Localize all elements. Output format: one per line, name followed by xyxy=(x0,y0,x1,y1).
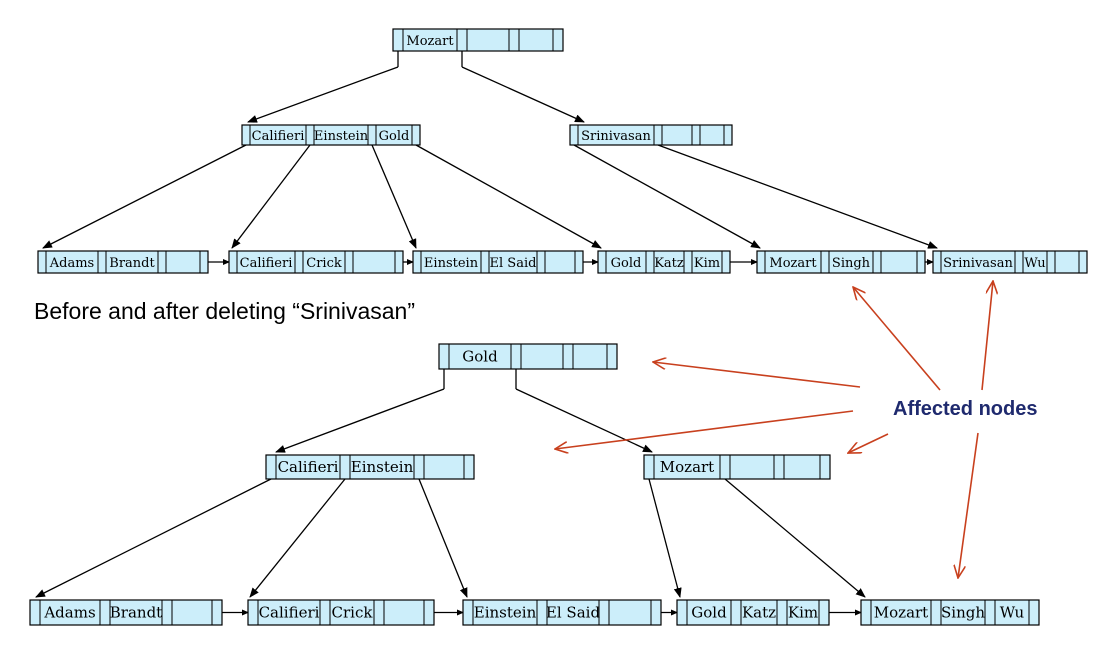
after-leaf-1: Adams Brandt xyxy=(29,599,223,626)
before-leaf-6: Srinivasan Wu xyxy=(932,250,1088,274)
pointer-arrow xyxy=(275,388,445,453)
before-leaf-2: Califieri Crick xyxy=(228,250,404,274)
node-key: Einstein xyxy=(314,129,369,144)
node-key: Crick xyxy=(332,604,374,622)
node-key: Gold xyxy=(691,604,727,622)
node-key: Wu xyxy=(1024,256,1045,271)
edges-layer xyxy=(35,51,938,616)
node-key: Srinivasan xyxy=(943,256,1013,271)
node-key: Wu xyxy=(1000,604,1025,622)
pointer-arrow xyxy=(231,144,311,249)
pointer-arrow xyxy=(371,144,417,249)
node-key: Mozart xyxy=(660,458,714,476)
pointer-arrow xyxy=(415,144,602,249)
pointer-arrow xyxy=(657,144,938,249)
node-key: Singh xyxy=(941,604,985,622)
node-key: Califieri xyxy=(240,256,293,271)
pointer-arrow xyxy=(249,478,346,598)
after-internal-node-1: Califieri Einstein xyxy=(265,454,475,480)
node-key: Crick xyxy=(306,256,342,271)
before-internal-node-2: Srinivasan xyxy=(569,124,733,146)
node-key: El Said xyxy=(490,256,537,271)
affected-node-arrow xyxy=(555,410,854,449)
pointer-arrow xyxy=(247,66,399,123)
before-internal-node-1: Califieri Einstein Gold xyxy=(241,124,421,146)
node-key: Einstein xyxy=(351,458,414,476)
after-leaf-2: Califieri Crick xyxy=(247,599,435,626)
pointer-arrow xyxy=(648,478,682,598)
node-key: Einstein xyxy=(424,256,479,271)
after-leaf-5: Mozart Singh Wu xyxy=(860,599,1040,626)
affected-node-arrow xyxy=(981,281,993,391)
pointer-arrow xyxy=(35,478,272,598)
node-key: Gold xyxy=(462,348,498,366)
node-key: Singh xyxy=(832,256,871,271)
pointer-arrow xyxy=(418,478,468,598)
node-key: Brandt xyxy=(109,256,155,271)
pointer-arrow xyxy=(42,144,247,249)
after-leaf-3: Einstein El Said xyxy=(462,599,662,626)
before-leaf-4: Gold Katz Kim xyxy=(597,250,731,274)
after-root-node: Gold xyxy=(438,343,618,370)
node-key: Mozart xyxy=(406,34,454,49)
node-key: Adams xyxy=(43,604,95,622)
before-leaf-1: Adams Brandt xyxy=(37,250,209,274)
node-key: Mozart xyxy=(874,604,928,622)
node-key: Srinivasan xyxy=(581,129,651,144)
affected-nodes-label: Affected nodes xyxy=(893,398,1038,420)
node-key: Brandt xyxy=(110,604,162,622)
before-leaf-5: Mozart Singh xyxy=(756,250,926,274)
affected-node-arrow xyxy=(848,433,889,453)
node-key: Califieri xyxy=(259,604,320,622)
node-key: Katz xyxy=(654,256,684,271)
pointer-arrow xyxy=(573,144,761,249)
before-root-node: Mozart xyxy=(392,28,564,52)
after-internal-node-2: Mozart xyxy=(643,454,831,480)
before-leaf-3: Einstein El Said xyxy=(412,250,584,274)
annotation-arrows-layer xyxy=(555,281,993,578)
caption-text: Before and after deleting “Srinivasan” xyxy=(34,298,415,324)
pointer-arrow xyxy=(461,66,585,123)
after-leaf-4: Gold Katz Kim xyxy=(676,599,830,626)
node-key: Adams xyxy=(49,256,94,271)
node-key: Katz xyxy=(742,604,776,622)
pointer-arrow xyxy=(515,388,653,453)
node-key: Einstein xyxy=(474,604,537,622)
affected-node-arrow xyxy=(653,362,861,388)
node-key: Gold xyxy=(379,129,410,144)
node-key: Mozart xyxy=(769,256,817,271)
node-key: Califieri xyxy=(278,458,339,476)
affected-node-arrow xyxy=(853,287,941,391)
pointer-arrow xyxy=(724,478,866,598)
node-key: Gold xyxy=(611,256,642,271)
node-key: Kim xyxy=(788,604,818,622)
affected-node-arrow xyxy=(958,432,979,578)
node-key: Califieri xyxy=(252,129,305,144)
node-key: El Said xyxy=(546,604,601,622)
node-key: Kim xyxy=(694,256,720,271)
